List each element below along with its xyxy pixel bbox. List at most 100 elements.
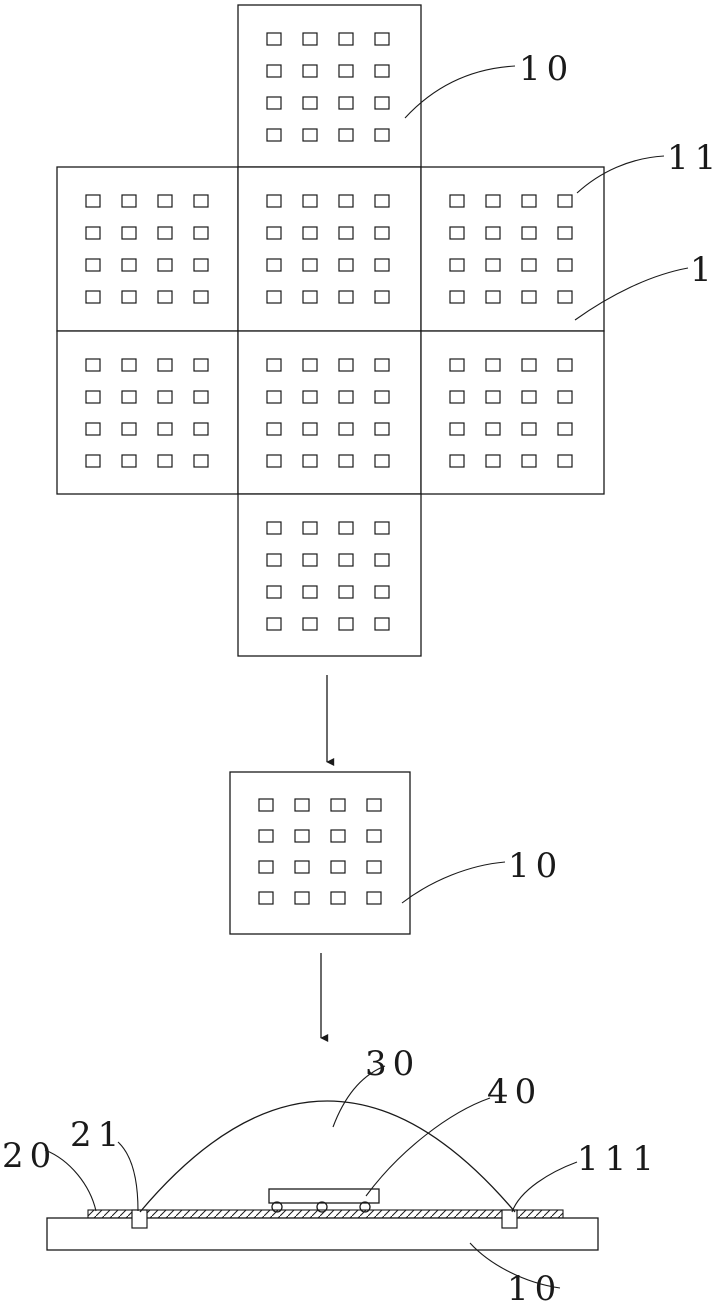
panel-8-pad [267,522,281,534]
panel-6-pad [339,359,353,371]
panel-8-pad [267,554,281,566]
panel-2-pad [86,195,100,207]
panel-6-pad [303,359,317,371]
panel-8-pad [303,554,317,566]
panel-2-pad [122,291,136,303]
panel-3-pad [303,227,317,239]
panel-6-pad [303,455,317,467]
panel-5-pad [122,423,136,435]
panel-4-pad [558,259,572,271]
pad-opening-right [502,1210,517,1228]
panel-1-pad [339,65,353,77]
panel-5 [57,331,238,494]
panel-4-pad [522,195,536,207]
panel-3-pad [267,259,281,271]
panel-1-pad [339,129,353,141]
panel-7-pad [486,359,500,371]
panel-4-pad [522,259,536,271]
panel-6-pad [375,359,389,371]
single-unit-pad [295,799,309,811]
panel-1-pad [303,33,317,45]
panel-7-pad [558,455,572,467]
panel-5-pad [158,455,172,467]
panel-4-pad [486,195,500,207]
panel-4-pad [486,291,500,303]
panel-5-pad [122,359,136,371]
panel-1-pad [303,97,317,109]
panel-5-pad [158,391,172,403]
panel-7-pad [450,391,464,403]
panel-2-pad [122,195,136,207]
panel-8-pad [375,522,389,534]
panel-7-pad [486,455,500,467]
panel-2-pad [194,195,208,207]
label-dome-30: 30 [365,1044,420,1084]
panel-3-pad [375,195,389,207]
panel-6-pad [267,391,281,403]
single-unit-pad [295,861,309,873]
panel-3-pad [375,291,389,303]
label-chip-40: 40 [487,1072,542,1112]
panel-8-pad [339,618,353,630]
single-unit-pad [367,861,381,873]
single-unit-pad [367,892,381,904]
panel-6-pad [375,455,389,467]
panel-4-pad [522,291,536,303]
panel-6-pad [339,391,353,403]
panel-3-pad [303,291,317,303]
panel-5-pad [194,455,208,467]
panel-8 [238,494,421,656]
panel-1-pad [267,65,281,77]
panel-4-pad [558,291,572,303]
leader-line-pad-111 [512,1162,577,1212]
panel-2 [57,167,238,331]
panel-8-pad [303,618,317,630]
panel-5-pad [86,359,100,371]
single-unit-pad [331,799,345,811]
panel-7-pad [558,359,572,371]
panel-5-pad [122,391,136,403]
panel-7-pad [522,359,536,371]
panel-2-pad [158,291,172,303]
package-cross-section [47,1101,598,1250]
panel-5-pad [122,455,136,467]
panel-7-pad [486,423,500,435]
panel-3 [238,167,421,331]
panel-4-pad [450,259,464,271]
substrate-sheet [57,5,604,656]
panel-4-pad [450,195,464,207]
label-pad: 11 [667,138,719,178]
panel-1 [238,5,421,167]
panel-2-pad [194,227,208,239]
panel-7-pad [450,359,464,371]
single-unit-panel [230,772,410,934]
panel-6-pad [339,423,353,435]
label-single-unit: 10 [508,846,563,886]
panel-5-pad [158,423,172,435]
leader-line-chip-40 [366,1098,490,1196]
panel-4-pad [558,227,572,239]
panel-7-pad [450,455,464,467]
panel-3-pad [339,259,353,271]
panel-5-pad [194,359,208,371]
panel-7-pad [558,391,572,403]
single-unit-pad [259,861,273,873]
panel-6-pad [267,359,281,371]
panel-7 [421,331,604,494]
single-unit-pad [295,892,309,904]
panel-7-pad [522,391,536,403]
panel-8-pad [267,586,281,598]
single-unit-pad [331,892,345,904]
panel-2-pad [122,227,136,239]
panel-6-pad [375,391,389,403]
panel-3-pad [339,227,353,239]
panel-2-pad [158,227,172,239]
panel-2-pad [194,291,208,303]
label-layer-20: 20 [2,1136,57,1176]
panel-4 [421,167,604,331]
panel-5-pad [158,359,172,371]
panel-4-pad [558,195,572,207]
panel-7-pad [522,455,536,467]
panel-1-pad [303,65,317,77]
panel-3-pad [267,227,281,239]
